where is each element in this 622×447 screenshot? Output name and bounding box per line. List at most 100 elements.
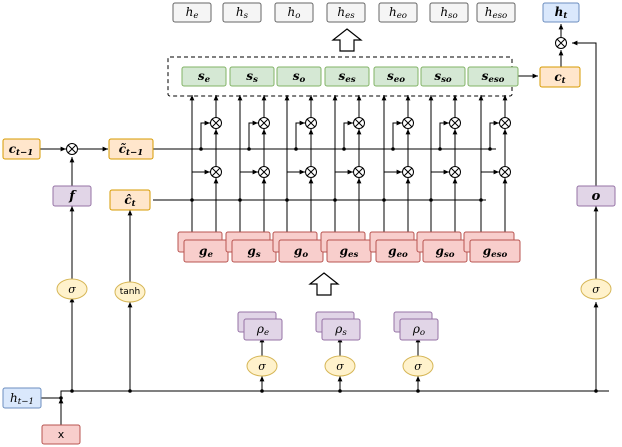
big-arrow-rho-to-gates <box>308 272 340 296</box>
output-box-h_so <box>429 2 469 23</box>
state-box-s <box>229 66 275 87</box>
junction-dot <box>190 198 194 202</box>
state-label-eso: seso <box>482 69 505 85</box>
state-label-o: so <box>293 69 306 85</box>
input-box <box>41 424 81 445</box>
junction-dot <box>285 198 289 202</box>
rho-box-s <box>321 318 361 341</box>
chat-to-mult-lower <box>334 169 353 200</box>
cell-prev-box <box>2 138 41 160</box>
multiply-cross <box>500 118 510 128</box>
cell-out-label: ct <box>554 70 565 86</box>
state-label-es: ses <box>338 69 355 85</box>
output-box-h_eso <box>476 2 516 23</box>
multiply-cross <box>259 167 269 177</box>
output-box-h_eo <box>378 2 418 23</box>
cell-out-box <box>539 66 581 88</box>
chat-to-mult-lower <box>286 169 305 200</box>
input-label: x <box>58 428 65 441</box>
state-box-o <box>276 66 322 87</box>
state-label-s: ss <box>246 69 258 85</box>
sigma-rho-o-label: σ <box>414 360 422 373</box>
gate-box-eso <box>469 239 521 263</box>
state-box-es <box>324 66 370 87</box>
sigma-output-label: σ <box>592 283 600 296</box>
junction-dot <box>247 147 251 151</box>
junction-dot <box>70 389 74 393</box>
sigma-rho-e-label: σ <box>258 360 266 373</box>
state-label-so: sso <box>434 69 452 85</box>
rho-label-s: ρs <box>334 322 347 338</box>
output-gate-box <box>576 185 616 207</box>
chat-to-mult-lower <box>430 169 449 200</box>
sigma-output <box>580 278 612 300</box>
hidden-prev-label: ht−1 <box>10 391 34 407</box>
junction-dot <box>342 147 346 151</box>
ctilde-to-mult-upper <box>343 120 353 149</box>
junction-dot <box>333 198 337 202</box>
ctilde-to-mult-upper <box>392 120 402 149</box>
junction-dot <box>488 147 492 151</box>
junction-dot <box>382 198 386 202</box>
sigma-forget-label: σ <box>68 283 76 296</box>
chat-to-mult-lower <box>480 169 499 200</box>
multiply-cross <box>450 167 460 177</box>
state-box-eo <box>373 66 419 87</box>
rho-label-e: ρe <box>256 322 269 338</box>
output-box-h_e <box>172 2 212 23</box>
junction-dot <box>294 147 298 151</box>
output-box-h_o <box>274 2 314 23</box>
chat-to-mult-lower <box>239 169 258 200</box>
rho-box-e <box>243 318 283 341</box>
gate-label-s: gs <box>247 244 260 260</box>
junction-dot <box>59 396 63 400</box>
final-output-box <box>542 2 580 23</box>
multiply-cross <box>306 167 316 177</box>
state-box-eso <box>467 66 519 87</box>
output-gate-label: o <box>592 189 601 204</box>
state-box-so <box>420 66 466 87</box>
sigma-rho-o <box>402 355 434 377</box>
state-box-e <box>181 66 227 87</box>
output-box-h_s <box>222 2 262 23</box>
cell-tilde-label: c̃t−1 <box>119 142 144 158</box>
hidden-prev-box <box>2 387 42 409</box>
cell-hat-label: ĉt <box>124 193 135 209</box>
gate-label-so: gso <box>436 244 455 260</box>
output-label-h_o: ho <box>288 5 301 21</box>
ctilde-to-mult-upper <box>439 120 449 149</box>
multiply-cross <box>259 118 269 128</box>
state-label-eo: seo <box>387 69 405 85</box>
multiply-cross <box>67 144 77 154</box>
sigma-rho-s-label: σ <box>336 360 344 373</box>
gate-label-es: ges <box>340 244 359 260</box>
junction-dot <box>391 147 395 151</box>
multiply-cross <box>354 167 364 177</box>
junction-dot <box>128 389 132 393</box>
multiply-cross <box>403 167 413 177</box>
rho-label-o: ρo <box>412 322 425 338</box>
cell-tilde-box <box>108 138 154 160</box>
junction-dot <box>416 389 420 393</box>
multiply-cross <box>306 118 316 128</box>
gate-label-eo: geo <box>388 244 408 260</box>
sigma-rho-e <box>246 355 278 377</box>
multiply-cross <box>450 118 460 128</box>
final-output-label: ht <box>555 5 568 21</box>
junction-dot <box>199 147 203 151</box>
multiply-cross <box>354 118 364 128</box>
ctilde-to-mult-upper <box>489 120 499 149</box>
multiply-cross <box>556 38 566 48</box>
junction-dot <box>594 389 598 393</box>
big-arrow-states-to-outputs <box>331 28 363 52</box>
output-label-h_es: hes <box>337 5 355 21</box>
output-label-h_eo: heo <box>389 5 407 21</box>
junction-dot <box>238 198 242 202</box>
tanh-node <box>114 281 146 303</box>
junction-dot <box>479 198 483 202</box>
gate-label-e: ge <box>199 244 213 260</box>
output-label-h_e: he <box>186 5 199 21</box>
ctilde-to-mult-upper <box>200 120 210 149</box>
